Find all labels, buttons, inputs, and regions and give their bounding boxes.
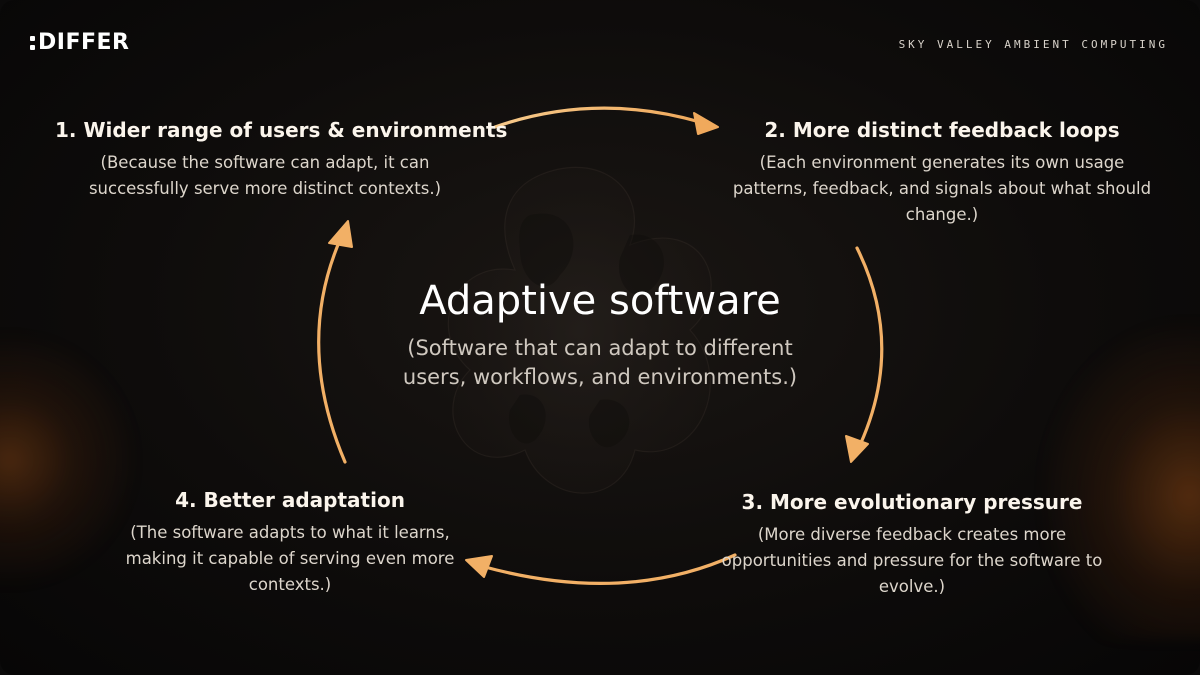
step-3-description: (More diverse feedback creates more oppo… (721, 525, 1103, 596)
step-4: 4. Better adaptation (The software adapt… (120, 488, 460, 598)
center-concept: Adaptive software (Software that can ada… (380, 278, 820, 392)
step-4-description: (The software adapts to what it learns, … (125, 523, 455, 594)
logo-text: DIFFER (38, 30, 130, 55)
differ-logo: DIFFER (30, 30, 129, 55)
step-3-title: 3. More evolutionary pressure (741, 490, 1083, 514)
step-1: 1. Wider range of users & environments (… (55, 118, 508, 202)
step-2-title: 2. More distinct feedback loops (764, 118, 1120, 142)
arrow-step2-to-step3 (845, 246, 884, 463)
arrow-step1-to-step2 (493, 106, 719, 135)
ember-glow-left (0, 330, 140, 590)
brand-tagline: SKY VALLEY AMBIENT COMPUTING (898, 38, 1168, 51)
step-2: 2. More distinct feedback loops (Each en… (732, 118, 1152, 228)
step-2-description: (Each environment generates its own usag… (732, 153, 1152, 224)
arrow-step4-to-step1 (317, 220, 353, 464)
step-3: 3. More evolutionary pressure (More dive… (712, 490, 1112, 600)
center-title: Adaptive software (419, 278, 781, 324)
ember-glow-right (1040, 320, 1200, 640)
arrow-step3-to-step4 (465, 553, 737, 585)
step-4-title: 4. Better adaptation (175, 488, 405, 512)
step-1-description: (Because the software can adapt, it can … (88, 153, 442, 198)
center-subtitle: (Software that can adapt to different us… (402, 336, 798, 389)
background-emblem (447, 166, 712, 494)
logo-dots-icon (30, 35, 35, 50)
step-1-title: 1. Wider range of users & environments (55, 118, 508, 142)
